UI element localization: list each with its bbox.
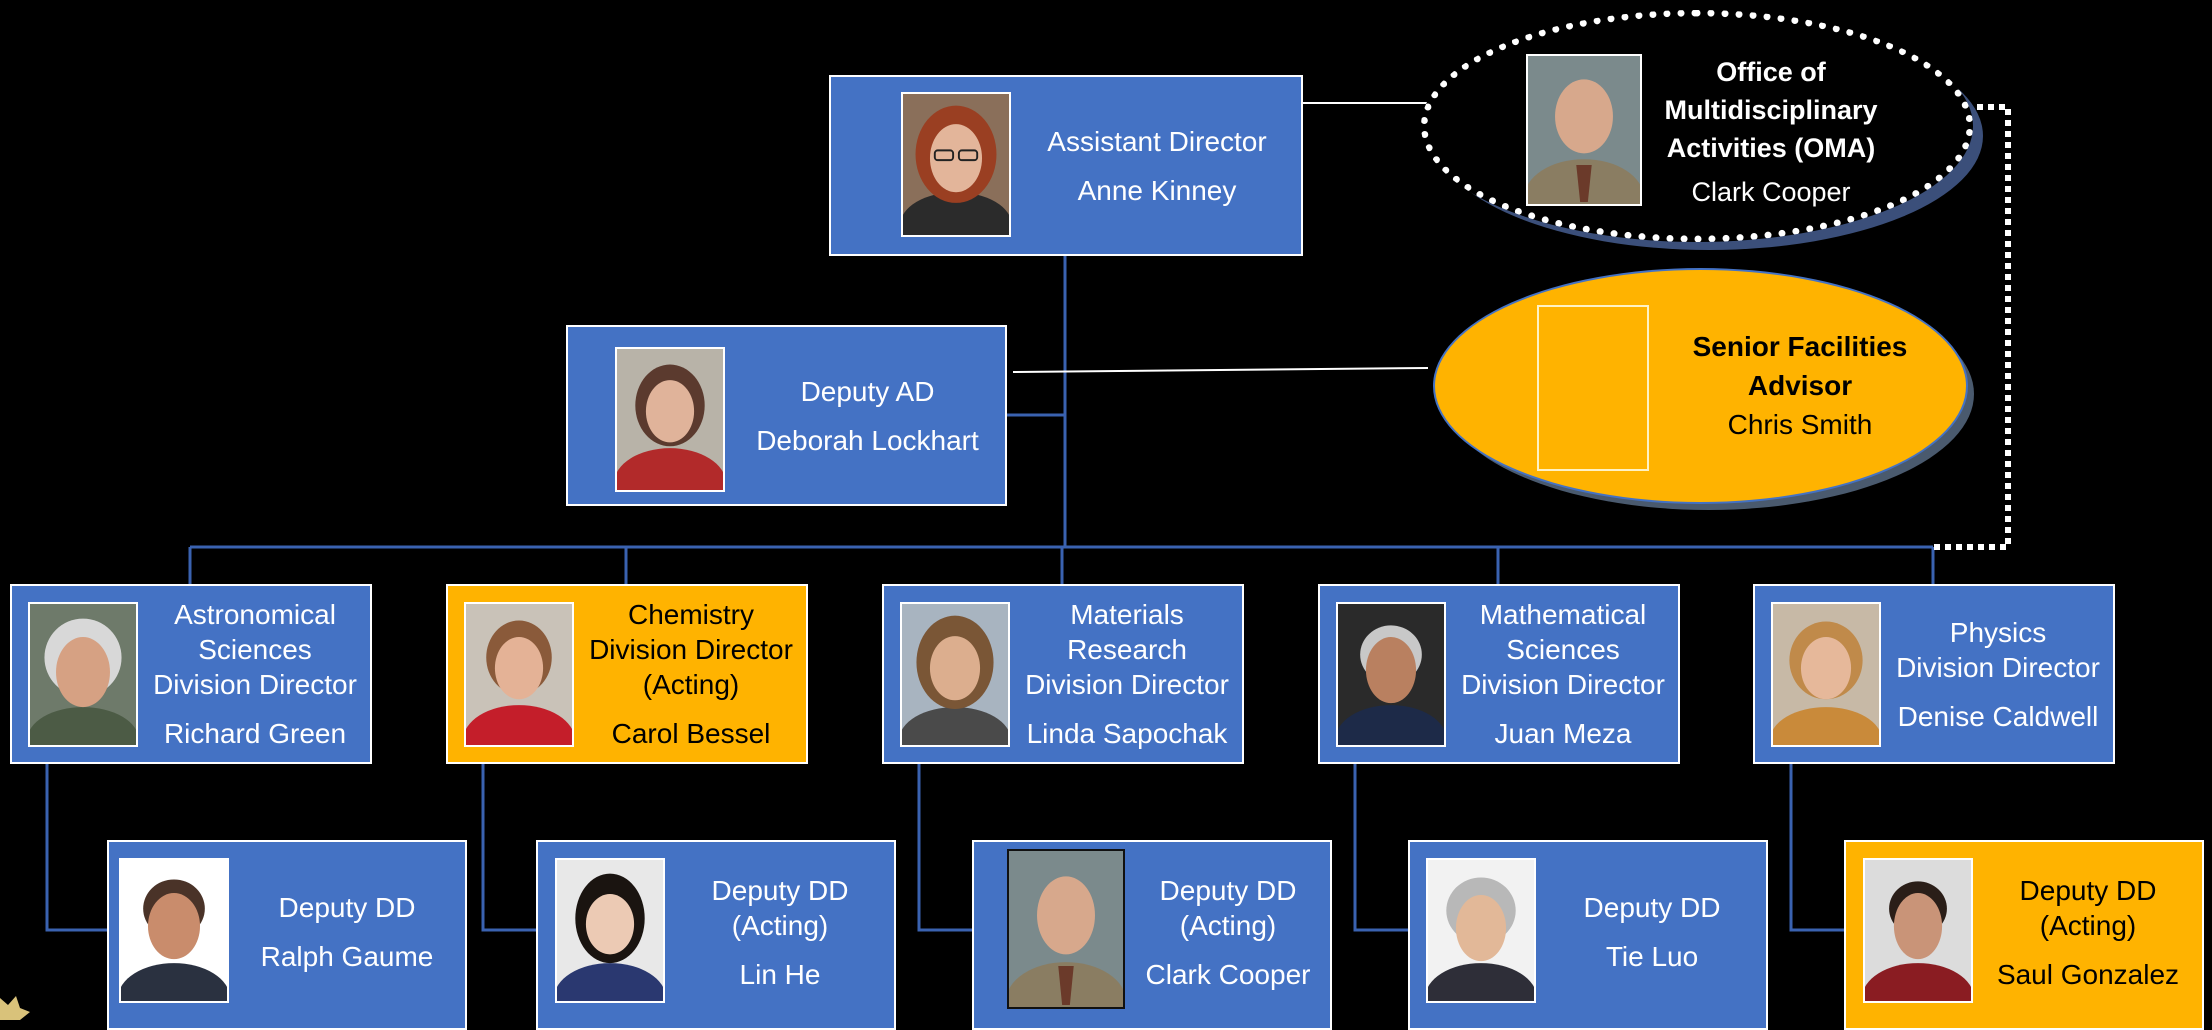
- division-title-line: Division Director: [1461, 669, 1665, 700]
- division-box-chemistry[interactable]: Chemistry Division Director (Acting) Car…: [446, 584, 808, 764]
- division-title-line: Mathematical: [1479, 599, 1647, 630]
- clark-cooper-oma-photo: [1526, 54, 1642, 206]
- deputy-ad-name: Deborah Lockhart: [756, 424, 979, 456]
- division-director-name: Linda Sapochak: [1026, 718, 1228, 749]
- division-title-line: Physics: [1949, 616, 2047, 648]
- deputy-dd-title-line: Deputy DD: [2019, 874, 2157, 906]
- denise-caldwell-photo: [1771, 602, 1881, 747]
- deputy-ad-box[interactable]: Deputy AD Deborah Lockhart: [566, 325, 1007, 506]
- division-title-line: Division Director: [1025, 669, 1229, 700]
- deputy-dd-box-materials-research[interactable]: Deputy DD (Acting) Clark Cooper: [972, 840, 1332, 1030]
- division-title-line: Division Director: [153, 669, 357, 700]
- deputy-dd-name: Clark Cooper: [1145, 958, 1311, 990]
- sfa-link: [1012, 367, 1429, 373]
- division-title-line: Astronomical: [174, 599, 336, 630]
- deputy-dd-name: Tie Luo: [1605, 941, 1699, 972]
- assistant-director-box[interactable]: Assistant Director Anne Kinney: [829, 75, 1303, 256]
- division-title-line: Division Director: [589, 634, 793, 665]
- deputy-dd-box-physics[interactable]: Deputy DD (Acting) Saul Gonzalez: [1844, 840, 2204, 1030]
- sfa-name: Chris Smith: [1727, 408, 1873, 440]
- division-title-line: Sciences: [198, 634, 312, 665]
- division-box-mathematical-sciences[interactable]: Mathematical Sciences Division Director …: [1318, 584, 1680, 764]
- tie-luo-photo: [1426, 858, 1536, 1003]
- deputy-dd-title-line: (Acting): [731, 909, 829, 941]
- deputy-dd-title-line: Deputy DD: [1583, 892, 1721, 923]
- division-director-name: Denise Caldwell: [1897, 700, 2099, 732]
- ralph-gaume-photo: [119, 858, 229, 1003]
- deputy-dd-title-line: (Acting): [1179, 909, 1277, 941]
- division-title-line: Research: [1067, 634, 1187, 665]
- division-director-name: Carol Bessel: [611, 718, 771, 749]
- richard-green-photo: [28, 602, 138, 747]
- saul-gonzalez-photo: [1863, 858, 1973, 1003]
- deputy-dd-name: Lin He: [739, 958, 821, 990]
- division-title-line: Materials: [1070, 599, 1184, 630]
- clark-cooper-photo: [1007, 849, 1125, 1009]
- deborah-lockhart-photo: [615, 347, 725, 492]
- senior-facilities-advisor-oval[interactable]: Senior Facilities Advisor Chris Smith: [1433, 268, 1968, 504]
- assistant-director-name: Anne Kinney: [1077, 174, 1237, 206]
- division-box-astronomical-sciences[interactable]: Astronomical Sciences Division Director …: [10, 584, 372, 764]
- anne-kinney-photo: [901, 92, 1011, 237]
- deputy-dd-box-mathematical-sciences[interactable]: Deputy DD Tie Luo: [1408, 840, 1768, 1030]
- division-box-materials-research[interactable]: Materials Research Division Director Lin…: [882, 584, 1244, 764]
- deputy-dd-title-line: (Acting): [2039, 909, 2137, 941]
- deputy-dd-name: Saul Gonzalez: [1996, 958, 2180, 990]
- oma-oval[interactable]: Office of Multidisciplinary Activities (…: [1421, 10, 1973, 242]
- division-title-line: Chemistry: [627, 599, 754, 630]
- division-box-physics[interactable]: Physics Division Director Denise Caldwel…: [1753, 584, 2115, 764]
- linda-sapochak-photo: [900, 602, 1010, 747]
- chris-smith-photo-placeholder: [1537, 305, 1649, 471]
- oma-title-line3: Activities (OMA): [1666, 133, 1876, 163]
- deputy-dd-box-chemistry[interactable]: Deputy DD (Acting) Lin He: [536, 840, 896, 1030]
- lin-he-photo: [555, 858, 665, 1003]
- sfa-title-line2: Advisor: [1747, 369, 1853, 401]
- corner-logo: [0, 996, 30, 1020]
- oma-dotted-link: [1933, 104, 2011, 550]
- sfa-title-line1: Senior Facilities: [1692, 330, 1908, 362]
- oma-title-line1: Office of: [1716, 57, 1826, 87]
- division-title-line: Sciences: [1506, 634, 1620, 665]
- deputy-dd-title-line: Deputy DD: [278, 892, 416, 923]
- deputy-dd-title-line: Deputy DD: [711, 874, 849, 906]
- juan-meza-photo: [1336, 602, 1446, 747]
- assistant-director-role: Assistant Director: [1047, 125, 1267, 157]
- oma-name: Clark Cooper: [1691, 177, 1851, 207]
- division-title-line: (Acting): [642, 669, 740, 700]
- deputy-dd-title-line: Deputy DD: [1159, 874, 1297, 906]
- carol-bessel-photo: [464, 602, 574, 747]
- division-director-name: Juan Meza: [1494, 718, 1632, 749]
- oma-title-line2: Multidisciplinary: [1664, 95, 1878, 125]
- deputy-dd-box-astronomical-sciences[interactable]: Deputy DD Ralph Gaume: [107, 840, 467, 1030]
- deputy-ad-role: Deputy AD: [800, 375, 935, 407]
- division-title-line: Division Director: [1896, 651, 2100, 683]
- deputy-dd-name: Ralph Gaume: [260, 941, 434, 972]
- division-director-name: Richard Green: [163, 718, 347, 749]
